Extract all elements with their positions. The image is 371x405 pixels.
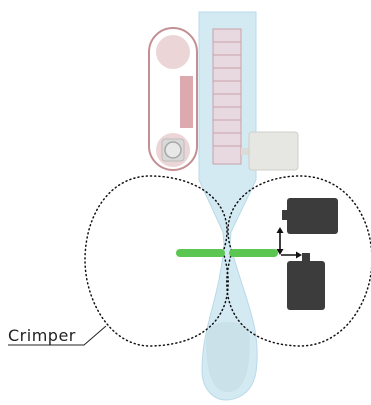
feed-track-rulings bbox=[213, 41, 241, 147]
actuator-lower-icon bbox=[287, 253, 325, 310]
belt-tensioner bbox=[180, 76, 193, 128]
lower-roller-gear-icon bbox=[164, 141, 182, 159]
crimper-blade-left bbox=[176, 249, 225, 257]
drive-belt bbox=[148, 27, 198, 171]
belt-drive bbox=[148, 27, 198, 171]
crimper-label: Crimper bbox=[8, 326, 76, 345]
crimper-blade-right bbox=[229, 249, 278, 257]
crimper-left-outline bbox=[84, 175, 229, 347]
actuator-upper-icon bbox=[282, 198, 338, 234]
feed-track bbox=[212, 28, 242, 165]
drive-motor-shaft bbox=[241, 148, 249, 155]
motion-arrows bbox=[276, 227, 302, 259]
drive-motor-body bbox=[248, 131, 299, 171]
nozzle-bulb bbox=[206, 322, 250, 392]
upper-roller bbox=[156, 35, 190, 69]
drive-motor bbox=[241, 131, 299, 171]
crimper-leader-line bbox=[8, 325, 107, 346]
